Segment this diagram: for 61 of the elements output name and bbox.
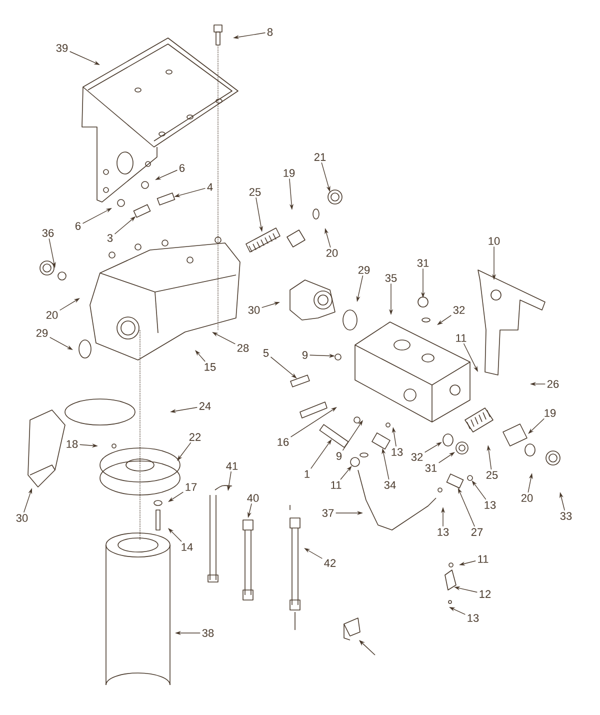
callout-number: 35: [385, 274, 397, 282]
callout-number: 42: [324, 559, 336, 567]
callout-number: 20: [521, 494, 533, 502]
callout-number: 38: [202, 629, 214, 637]
callout-number: 8: [267, 28, 273, 36]
callout-number: 11: [331, 481, 342, 489]
ring-part: [350, 457, 360, 467]
callout-number: 5: [263, 349, 269, 357]
callout-number: 36: [42, 229, 54, 237]
callout-number: 29: [358, 266, 370, 274]
callout-number: 9: [302, 351, 308, 359]
callout-number: 14: [182, 543, 193, 551]
callout-number: 31: [425, 464, 437, 472]
bolt-part: [133, 204, 151, 218]
callout-number: 6: [180, 164, 185, 172]
callout-number: 34: [384, 481, 396, 489]
callout-number: 29: [36, 329, 48, 337]
callout-number: 37: [322, 509, 334, 517]
callout-number: 40: [247, 494, 259, 502]
callout-number: 13: [438, 528, 449, 536]
callout-number: 17: [186, 483, 197, 491]
callout-number: 11: [456, 334, 466, 342]
callout-number: 16: [278, 438, 289, 446]
callout-number: 1: [304, 470, 310, 478]
callout-number: 22: [189, 433, 201, 441]
leader-line: [195, 350, 206, 362]
callout-number: 20: [326, 249, 338, 257]
callout-number: 30: [248, 306, 260, 314]
ring-part: [467, 475, 473, 481]
bolt-part: [290, 374, 310, 388]
callout-number: 32: [453, 306, 465, 314]
callout-number: 21: [314, 153, 326, 161]
callout-number: 19: [284, 169, 295, 177]
callout-number: 20: [46, 311, 58, 319]
callout-number: 12: [480, 590, 491, 598]
callout-number: 9: [336, 452, 342, 460]
callout-number: 19: [544, 409, 556, 417]
callout-number: 24: [199, 402, 211, 410]
callout-number: 25: [486, 471, 498, 479]
callout-number: 13: [468, 614, 479, 622]
callout-number: 33: [560, 512, 572, 520]
leader-line: [528, 418, 544, 434]
callout-number: 13: [392, 448, 403, 456]
leader-line: [168, 528, 182, 542]
callout-number: 13: [484, 501, 496, 509]
callout-number: 11: [478, 555, 488, 563]
callout-number: 32: [411, 453, 423, 461]
callout-number: 18: [66, 440, 78, 448]
callout-number: 41: [226, 462, 238, 470]
callout-number: 30: [16, 514, 28, 522]
callout-number: 39: [56, 44, 68, 52]
callout-number: 26: [547, 380, 559, 388]
callout-number: 10: [488, 237, 500, 245]
callout-number: 15: [204, 363, 216, 371]
callout-number: 31: [417, 259, 429, 267]
callout-number: 28: [237, 344, 249, 352]
callout-number: 3: [107, 234, 113, 242]
callout-number: 27: [471, 528, 483, 536]
callout-number: 4: [207, 183, 213, 191]
callout-number: 6: [76, 222, 81, 230]
callout-number: 25: [249, 188, 261, 196]
